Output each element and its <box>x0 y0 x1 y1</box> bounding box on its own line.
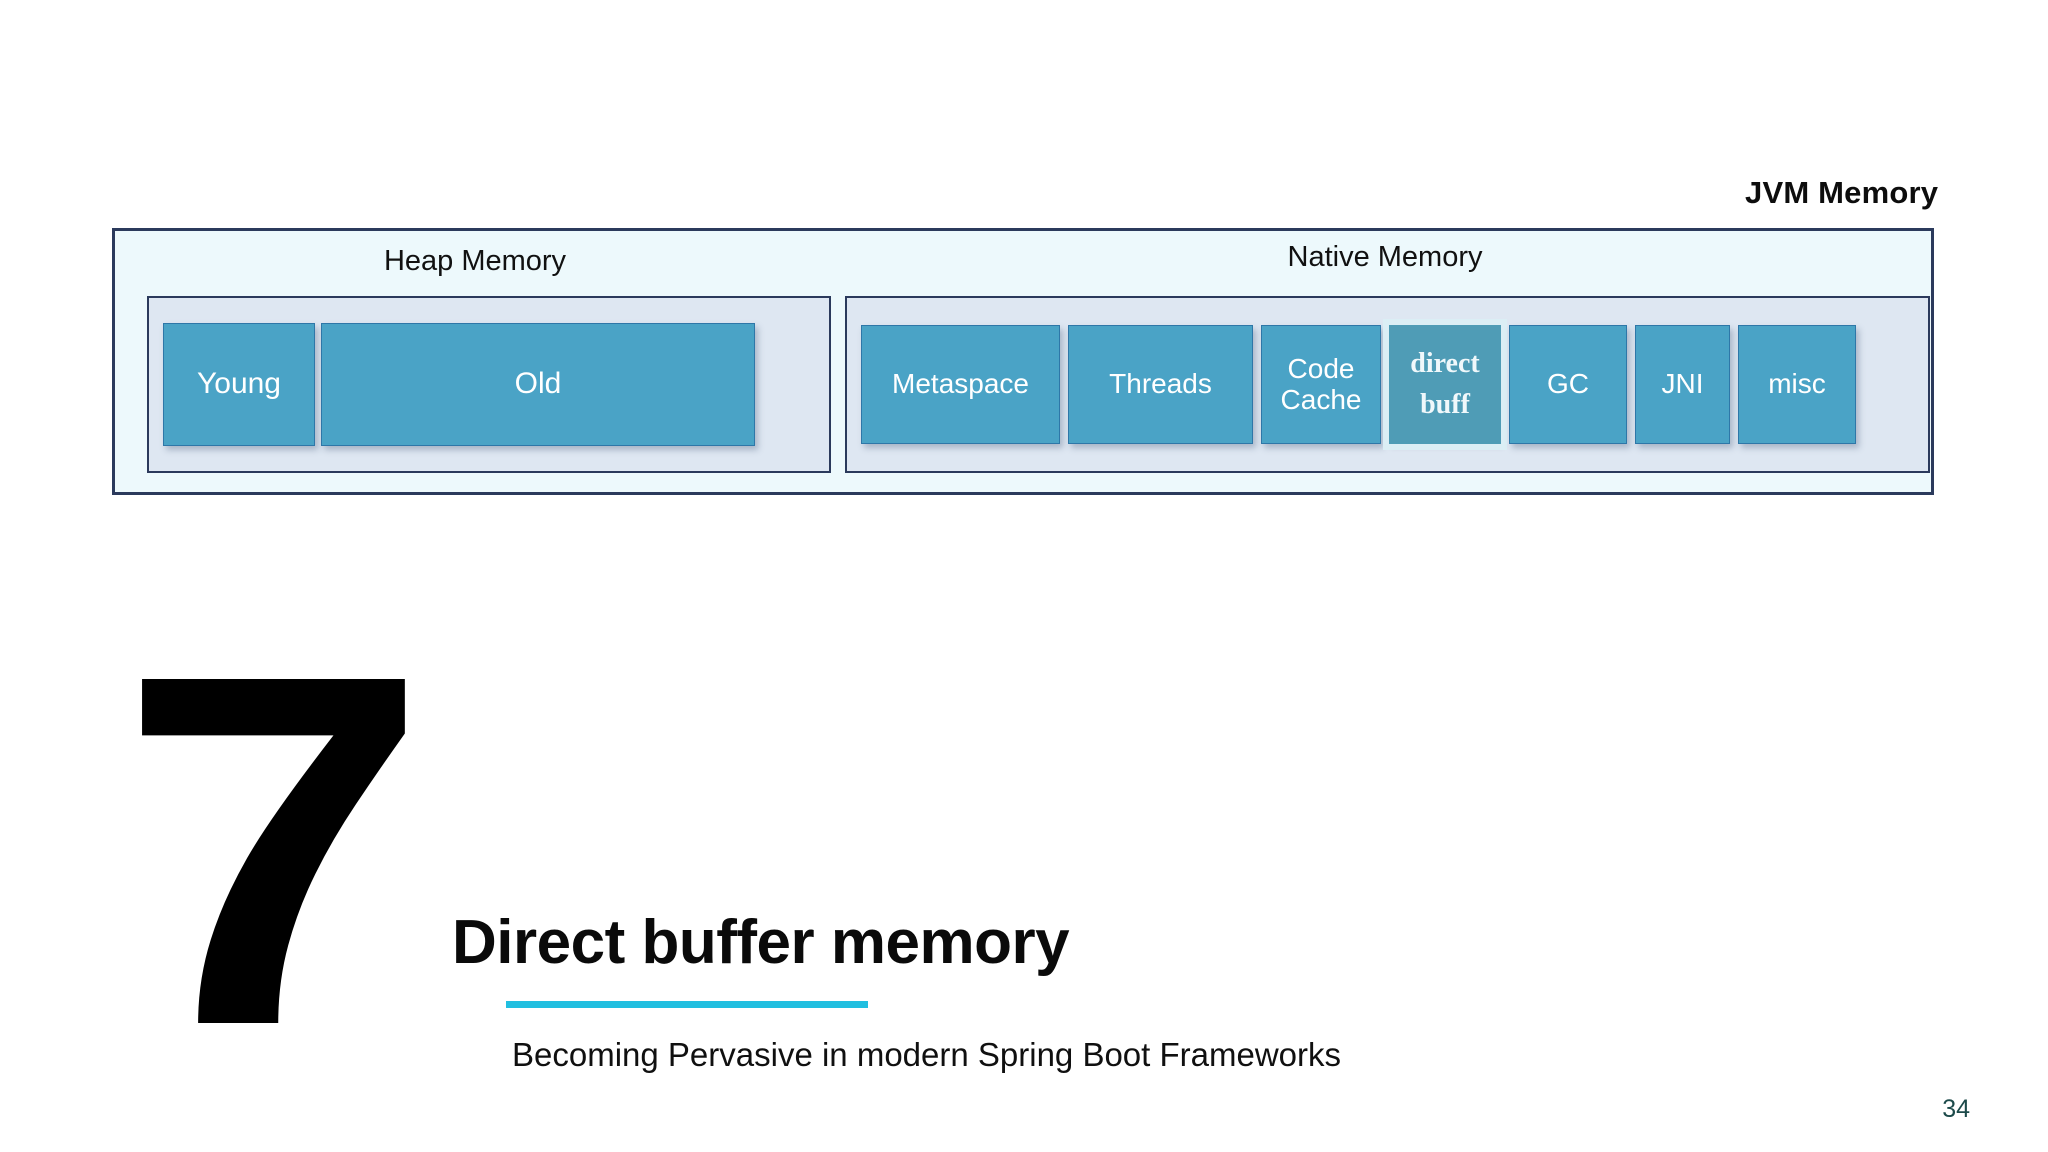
title-block: Direct buffer memory Becoming Pervasive … <box>452 910 1341 1074</box>
heap-region-row: Young Old <box>149 298 829 471</box>
memory-region-metaspace[interactable]: Metaspace <box>861 325 1060 444</box>
memory-region-threads[interactable]: Threads <box>1068 325 1253 444</box>
native-memory-heading: Native Memory <box>1287 241 1483 273</box>
heap-memory-heading: Heap Memory <box>383 245 567 277</box>
title-accent-bar <box>506 1001 868 1009</box>
memory-region-jni[interactable]: JNI <box>1635 325 1730 444</box>
page-number: 34 <box>1942 1095 1970 1123</box>
diagram-title: JVM Memory <box>1745 175 1939 210</box>
native-memory-panel: Metaspace Threads Code Cache direct buff… <box>845 296 1930 473</box>
memory-region-misc[interactable]: misc <box>1738 325 1856 444</box>
memory-region-code-cache[interactable]: Code Cache <box>1261 325 1381 444</box>
memory-region-old[interactable]: Old <box>321 323 755 446</box>
slide-title: Direct buffer memory <box>452 908 1070 977</box>
memory-region-gc[interactable]: GC <box>1509 325 1627 444</box>
native-region-row: Metaspace Threads Code Cache direct buff… <box>847 298 1928 471</box>
memory-region-young[interactable]: Young <box>163 323 315 446</box>
memory-region-direct-buffer[interactable]: direct buff <box>1383 319 1507 450</box>
heap-memory-panel: Young Old <box>147 296 831 473</box>
jvm-memory-diagram: Heap Memory Native Memory Young Old Meta… <box>112 228 1934 495</box>
section-numeral: 7 <box>118 570 429 1129</box>
slide-subtitle: Becoming Pervasive in modern Spring Boot… <box>512 1036 1342 1074</box>
